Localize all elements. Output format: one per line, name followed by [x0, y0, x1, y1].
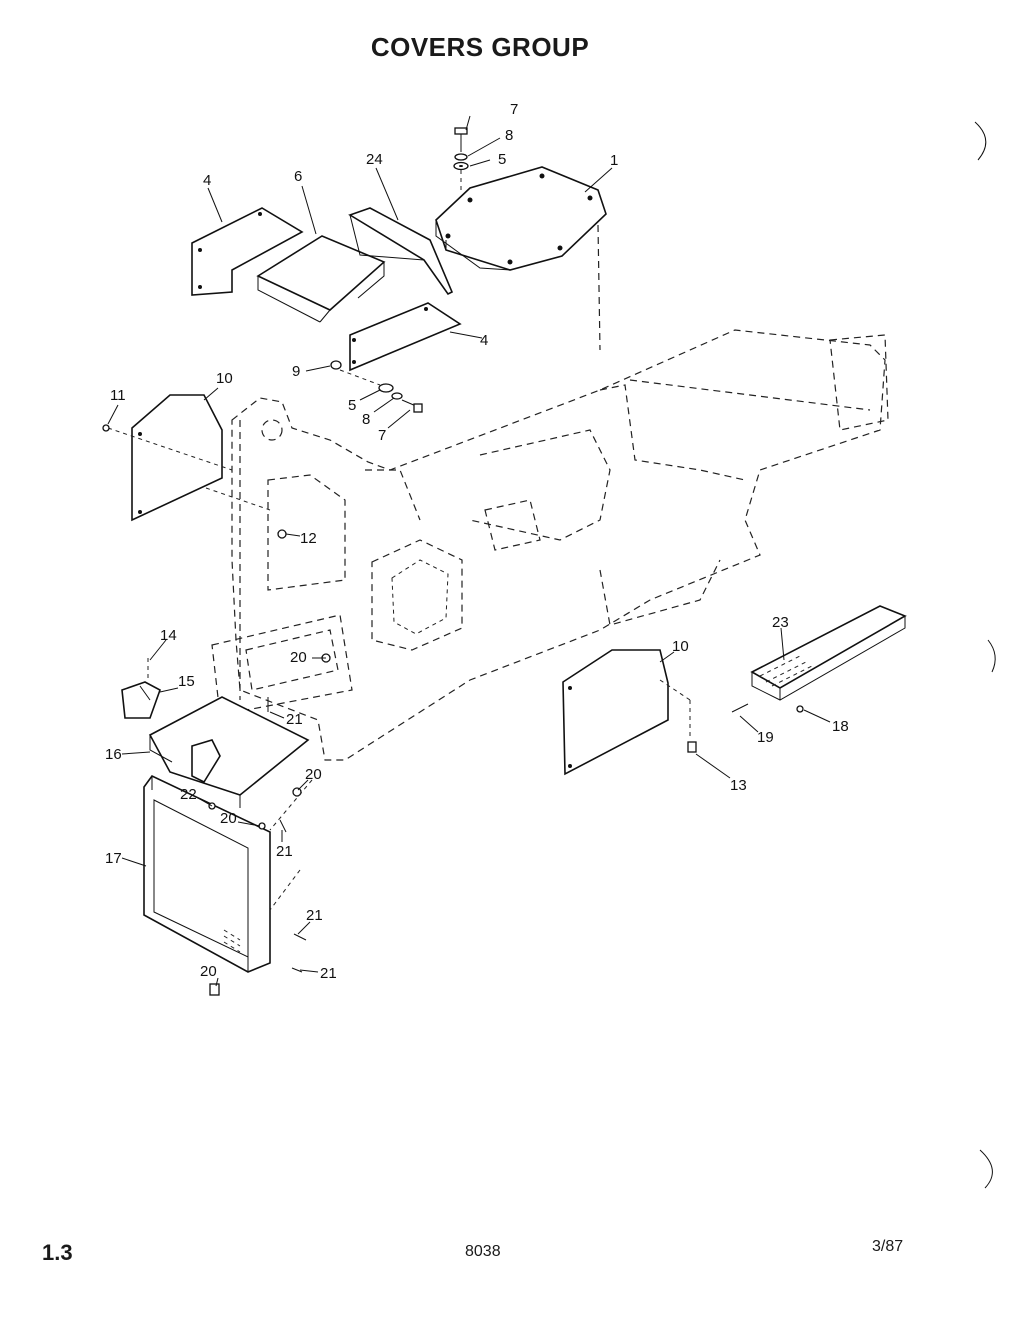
callout-5-lower: 5	[348, 397, 356, 414]
callout-12: 12	[300, 530, 317, 547]
callout-22: 22	[180, 786, 197, 803]
callout-16: 16	[105, 746, 122, 763]
callout-13: 13	[730, 777, 747, 794]
callout-4-lower: 4	[480, 332, 488, 349]
footer-section-number: 1.3	[42, 1240, 73, 1265]
callout-20-tray: 20	[305, 766, 322, 783]
callout-24: 24	[366, 151, 383, 168]
part-17-battery-box	[143, 774, 271, 973]
callout-labels: 1 4 4 5 5 6 7 7 8 8 9 10 10 11 12 13 14 …	[105, 101, 849, 982]
part-24-angled-deflector	[348, 207, 454, 296]
callout-10-right: 10	[672, 638, 689, 655]
callout-21-box: 21	[276, 843, 293, 860]
part-6-center-hood-cover	[256, 235, 386, 323]
hardware-bolt-stack-top	[453, 127, 469, 190]
hardware-bolt-stack-lower	[330, 360, 423, 413]
callout-7-top: 7	[510, 101, 518, 118]
footer-date: 3/87	[872, 1238, 904, 1255]
part-15-bracket	[121, 658, 161, 719]
callout-20-box: 20	[220, 810, 237, 827]
callout-10-left: 10	[216, 370, 233, 387]
part-23-step-bar	[750, 605, 907, 701]
part-10-right-side-cover	[562, 649, 691, 776]
callout-21-upper: 21	[286, 711, 303, 728]
page-title: COVERS GROUP	[370, 32, 590, 62]
part-4-lower-side-plate	[349, 302, 462, 372]
part-10-left-side-cover	[107, 394, 271, 522]
callout-23: 23	[772, 614, 789, 631]
callout-6: 6	[294, 168, 302, 185]
callout-8-lower: 8	[362, 411, 370, 428]
part-16-battery-tray	[148, 696, 310, 808]
callout-21-bottom: 21	[320, 965, 337, 982]
callout-5-top: 5	[498, 151, 506, 168]
callout-9: 9	[292, 363, 300, 380]
callout-1: 1	[610, 152, 618, 169]
leader-dashed-1	[597, 224, 601, 351]
footer-document-number: 8038	[465, 1243, 501, 1260]
machine-frame-outline	[211, 329, 889, 761]
callout-7-lower: 7	[378, 427, 386, 444]
binder-hole-marks	[974, 121, 996, 1189]
callout-19: 19	[757, 729, 774, 746]
callout-21-side: 21	[306, 907, 323, 924]
part-1-top-cover-plate	[435, 166, 607, 271]
callout-leader-lines	[107, 115, 831, 987]
callout-8-top: 8	[505, 127, 513, 144]
callout-15: 15	[178, 673, 195, 690]
callout-11: 11	[110, 387, 126, 404]
callout-4-upper: 4	[203, 172, 211, 189]
part-4-upper-side-plate	[191, 207, 304, 296]
callout-20-upper: 20	[290, 649, 307, 666]
callout-20-bottom: 20	[200, 963, 217, 980]
callout-18: 18	[832, 718, 849, 735]
callout-14: 14	[160, 627, 177, 644]
callout-17: 17	[105, 850, 122, 867]
